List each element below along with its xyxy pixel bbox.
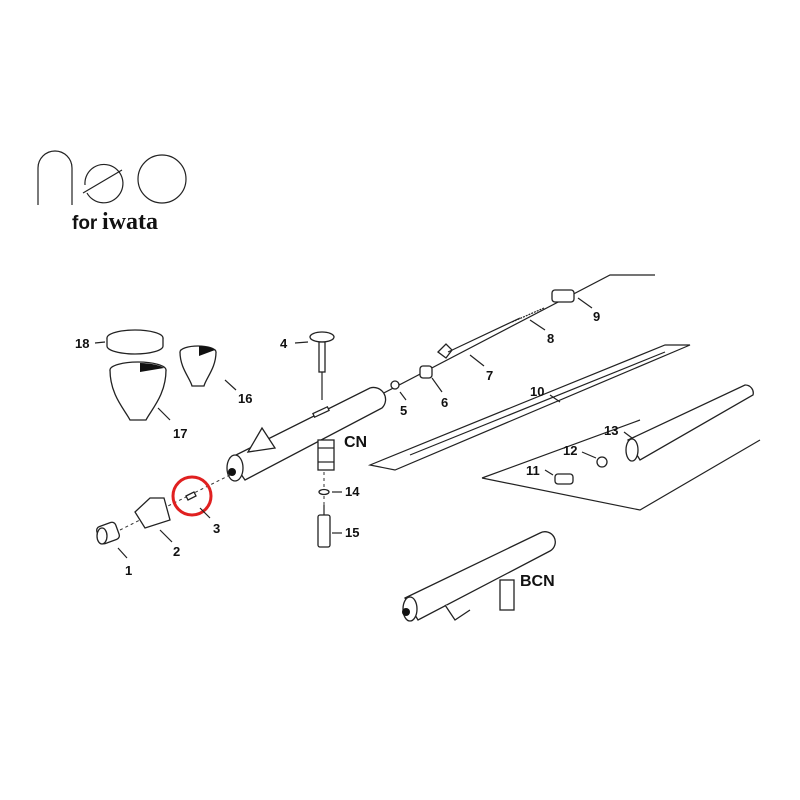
label-part-18: 18 xyxy=(75,336,89,351)
cup-lid-18 xyxy=(106,329,164,355)
label-part-15: 15 xyxy=(345,525,359,540)
o-ring-12 xyxy=(596,456,608,468)
nozzle-cap-2 xyxy=(134,497,171,529)
logo-iwata: iwata xyxy=(102,209,158,235)
needle-chucking-7 xyxy=(437,317,521,359)
label-part-16: 16 xyxy=(238,391,252,406)
airbrush-body-bcn xyxy=(402,531,556,622)
label-part-8: 8 xyxy=(547,331,554,346)
logo-for: for xyxy=(72,213,98,234)
label-model-cn: CN xyxy=(344,434,367,451)
cup-16 xyxy=(179,345,217,387)
label-part-3: 3 xyxy=(213,521,220,536)
leader-lines xyxy=(94,297,633,559)
label-part-14: 14 xyxy=(345,484,360,499)
handle-panel xyxy=(481,419,761,511)
o-ring-14 xyxy=(318,488,330,496)
label-part-13: 13 xyxy=(604,423,618,438)
needle-chucking-nut-11 xyxy=(554,473,574,485)
label-part-17: 17 xyxy=(173,426,187,441)
label-model-bcn: BCN xyxy=(520,573,555,590)
packing-screw-6 xyxy=(419,365,433,379)
label-part-2: 2 xyxy=(173,544,180,559)
neo-logo: for iwata xyxy=(37,150,187,235)
label-part-4: 4 xyxy=(280,336,288,351)
needle-chucking-panel xyxy=(379,274,655,396)
nozzle-3 xyxy=(185,491,197,501)
label-part-10: 10 xyxy=(530,384,544,399)
label-part-6: 6 xyxy=(441,395,448,410)
label-part-1: 1 xyxy=(125,563,132,578)
label-part-11: 11 xyxy=(526,463,540,478)
needle-panel xyxy=(367,344,691,471)
o-ring-5 xyxy=(390,380,400,390)
airbrush-body-cn xyxy=(226,386,387,482)
cup-17 xyxy=(109,361,167,421)
needle-10 xyxy=(409,351,666,456)
label-part-5: 5 xyxy=(400,403,407,418)
label-part-9: 9 xyxy=(593,309,600,324)
label-part-12: 12 xyxy=(563,443,577,458)
highlight-circle xyxy=(171,475,213,517)
label-part-7: 7 xyxy=(486,368,493,383)
air-valve-15 xyxy=(317,505,331,548)
trigger-lever-4 xyxy=(309,331,335,400)
handle-13 xyxy=(625,384,754,462)
spring-guide-9 xyxy=(551,289,575,303)
nozzle-cap-1 xyxy=(96,521,120,545)
